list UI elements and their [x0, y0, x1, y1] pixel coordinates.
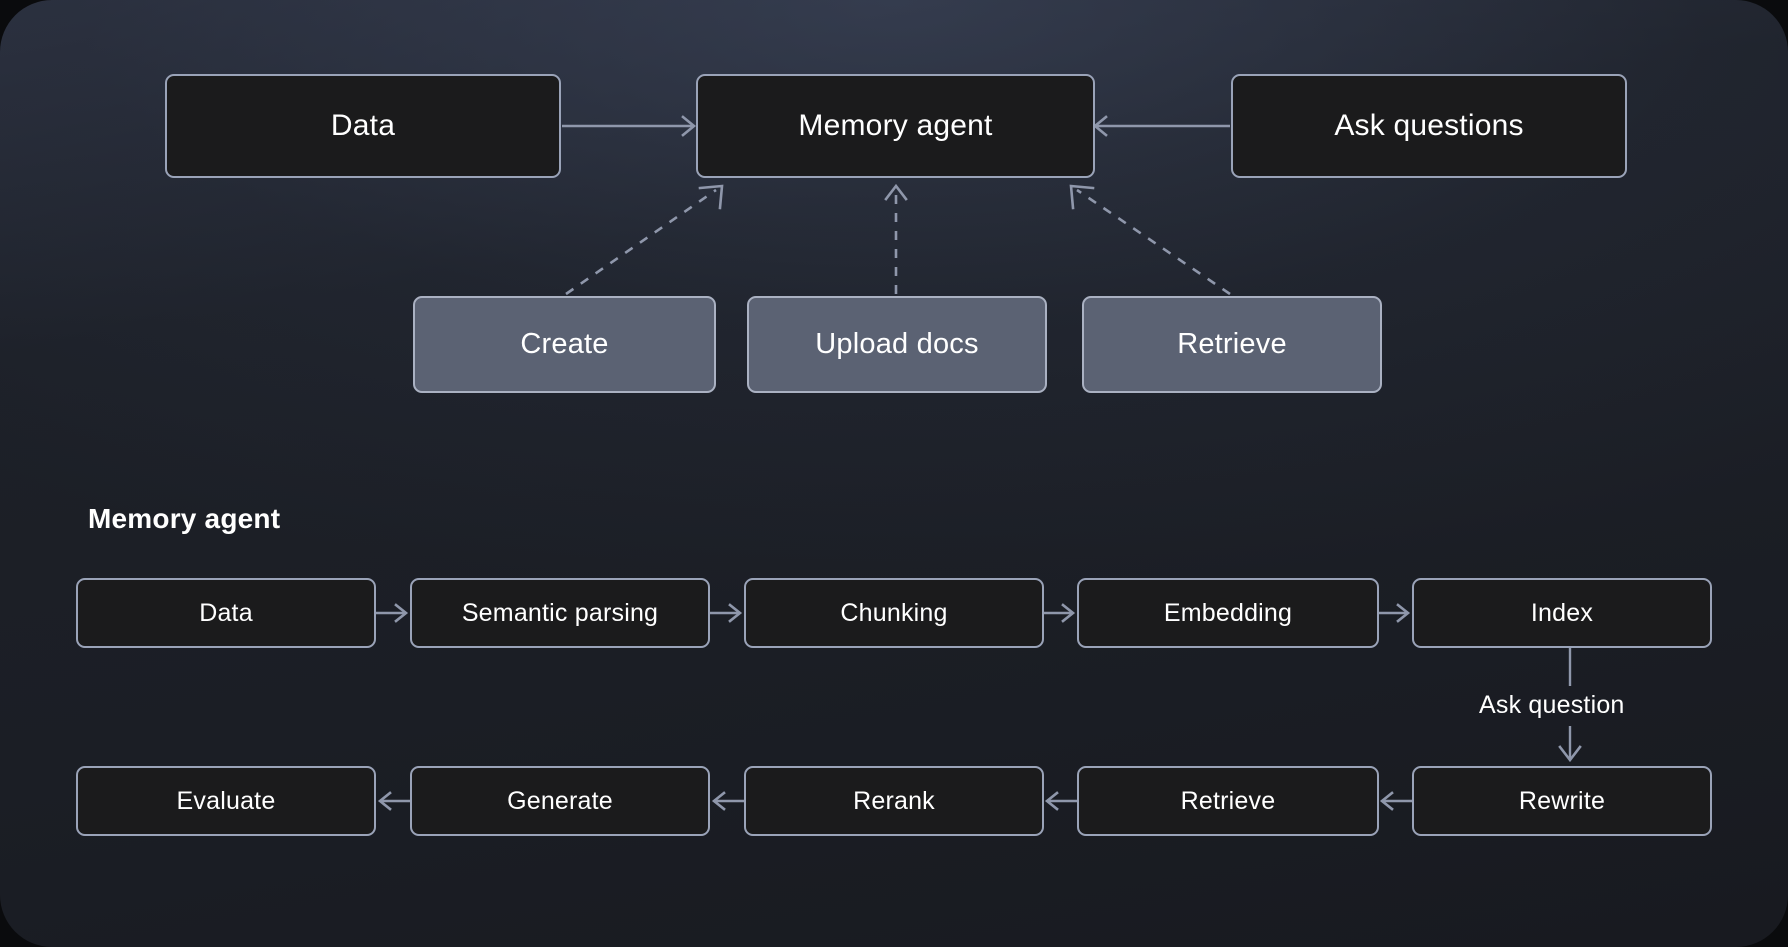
edge-retrieve-to-memory-agent — [1076, 188, 1231, 296]
arrowhead-up-left — [1069, 184, 1095, 210]
arrowhead-down — [1558, 745, 1582, 763]
arrowhead-right — [1061, 603, 1076, 623]
node-memory-agent[interactable]: Memory agent — [696, 74, 1095, 178]
node-pipeline-evaluate[interactable]: Evaluate — [76, 766, 376, 836]
node-pipeline-data[interactable]: Data — [76, 578, 376, 648]
arrowhead-right — [728, 603, 743, 623]
node-pipeline-retrieve[interactable]: Retrieve — [1077, 766, 1379, 836]
arrowhead-left — [377, 791, 392, 811]
node-retrieve[interactable]: Retrieve — [1082, 296, 1382, 393]
edge-create-to-memory-agent — [565, 188, 717, 296]
arrowhead-up-right — [698, 184, 724, 210]
arrowhead-up — [884, 183, 908, 201]
node-pipeline-index[interactable]: Index — [1412, 578, 1712, 648]
node-pipeline-semantic-parsing[interactable]: Semantic parsing — [410, 578, 710, 648]
node-pipeline-rerank[interactable]: Rerank — [744, 766, 1044, 836]
node-create[interactable]: Create — [413, 296, 716, 393]
arrowhead-left — [1379, 791, 1394, 811]
arrowhead-right — [1396, 603, 1411, 623]
section-title: Memory agent — [88, 503, 281, 534]
node-pipeline-rewrite[interactable]: Rewrite — [1412, 766, 1712, 836]
arrowhead-left — [711, 791, 726, 811]
node-pipeline-embedding[interactable]: Embedding — [1077, 578, 1379, 648]
arrowhead-right — [681, 115, 697, 137]
node-pipeline-chunking[interactable]: Chunking — [744, 578, 1044, 648]
node-data[interactable]: Data — [165, 74, 561, 178]
node-ask-questions[interactable]: Ask questions — [1231, 74, 1627, 178]
arrowhead-right — [394, 603, 409, 623]
connector-label-ask-question: Ask question — [1479, 691, 1625, 719]
arrowhead-left — [1092, 115, 1108, 137]
arrowhead-left — [1044, 791, 1059, 811]
node-upload-docs[interactable]: Upload docs — [747, 296, 1047, 393]
node-pipeline-generate[interactable]: Generate — [410, 766, 710, 836]
